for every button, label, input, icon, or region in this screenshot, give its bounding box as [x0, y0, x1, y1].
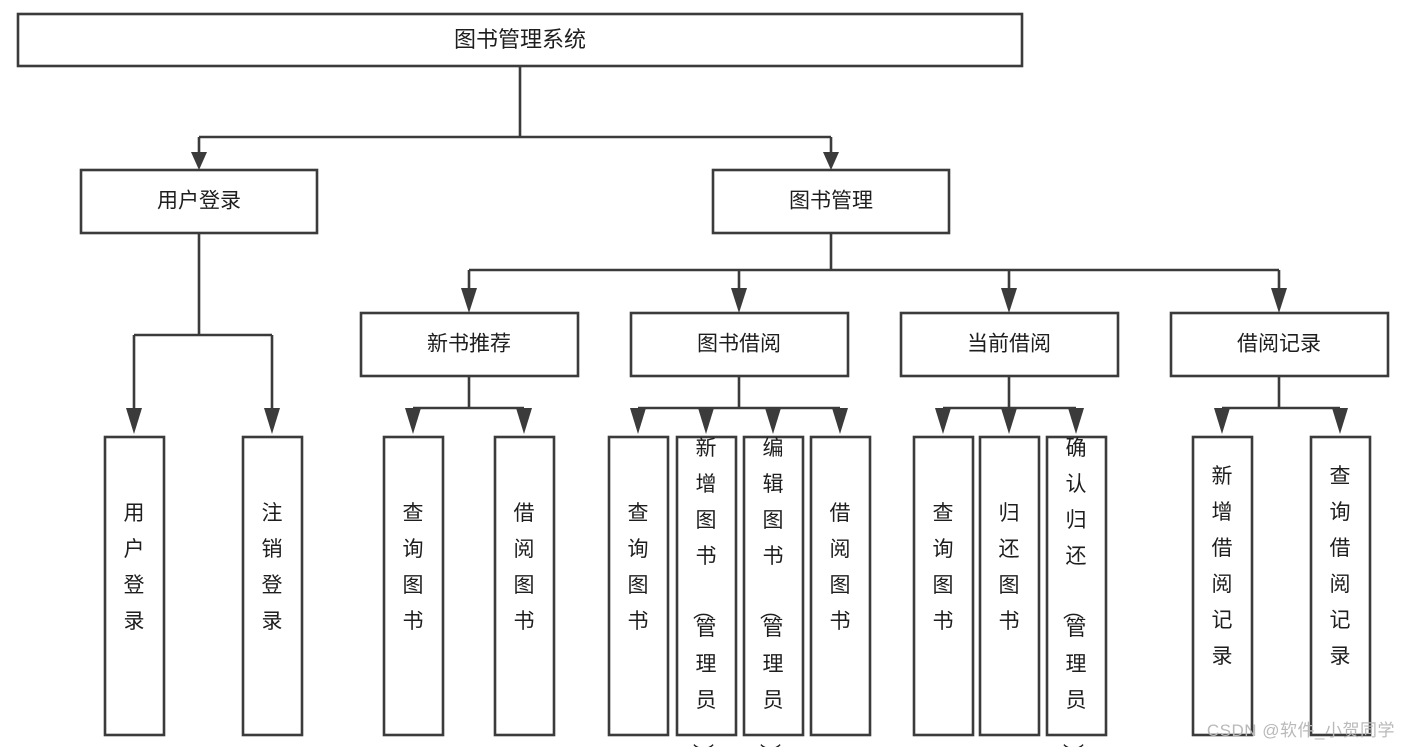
node-book-manage-label: 图书管理 — [789, 190, 873, 213]
arrow-head-records-leaf-2 — [1332, 408, 1348, 434]
leaf-node[interactable]: 编辑图书（管理员） — [742, 435, 805, 747]
arrow-head-leaf-logout — [264, 408, 280, 434]
node-root[interactable]: 图书管理系统 — [16, 12, 1024, 68]
leaf-node[interactable]: 查询借阅记录 — [1309, 435, 1372, 737]
leaf-node[interactable]: 用户登录 — [103, 435, 166, 737]
node-book-borrow[interactable]: 图书借阅 — [629, 311, 850, 378]
node-user-login-box[interactable] — [79, 168, 319, 235]
leaf-node[interactable]: 查询图书 — [912, 435, 975, 737]
node-user-login-label: 用户登录 — [157, 190, 241, 213]
node-borrow-records-box[interactable] — [1169, 311, 1390, 378]
node-new-book-recommend-box[interactable] — [359, 311, 580, 378]
arrow-head-current-leaf-1 — [935, 408, 951, 434]
leaf-newbook-query-box[interactable] — [382, 435, 445, 737]
node-book-manage-box[interactable] — [711, 168, 951, 235]
leaf-node[interactable]: 确认归还（管理员） — [1045, 435, 1108, 747]
leaf-logout-label: 注销登录 — [262, 502, 283, 633]
leaf-borrow-edit-box[interactable] — [742, 435, 805, 737]
leaf-borrow-query-label: 查询图书 — [628, 502, 649, 633]
arrow-head-records-leaf-1 — [1214, 408, 1230, 434]
leaf-node[interactable]: 新增借阅记录 — [1191, 435, 1254, 737]
arrow-head-book-manage — [823, 152, 839, 170]
arrow-head-current-leaf-2 — [1001, 408, 1017, 434]
leaf-borrow-query-box[interactable] — [607, 435, 670, 737]
leaf-records-query-label: 查询借阅记录 — [1330, 465, 1351, 668]
leaf-user-login-label: 用户登录 — [124, 502, 145, 633]
leaf-borrow-add-label: 新增图书（管理员） — [691, 437, 717, 747]
leaf-current-return-label: 归还图书 — [999, 502, 1020, 633]
node-book-borrow-box[interactable] — [629, 311, 850, 378]
arrow-head-leaf-user-login — [126, 408, 142, 434]
leaf-current-query-box[interactable] — [912, 435, 975, 737]
node-root-label: 图书管理系统 — [454, 27, 586, 52]
arrow-head-current-borrow — [1001, 288, 1017, 313]
leaf-records-query-box[interactable] — [1309, 435, 1372, 737]
leaf-borrow-borrow-box[interactable] — [809, 435, 872, 737]
leaf-node[interactable]: 新增图书（管理员） — [675, 435, 738, 747]
node-user-login[interactable]: 用户登录 — [79, 168, 319, 235]
leaf-current-confirm-box[interactable] — [1045, 435, 1108, 737]
node-new-book-recommend-label: 新书推荐 — [427, 333, 511, 356]
leaf-node[interactable]: 注销登录 — [241, 435, 304, 737]
node-current-borrow[interactable]: 当前借阅 — [899, 311, 1120, 378]
leaf-borrow-borrow-label: 借阅图书 — [830, 502, 851, 633]
node-book-manage[interactable]: 图书管理 — [711, 168, 951, 235]
connector-layer — [126, 66, 1348, 434]
leaf-node[interactable]: 查询图书 — [382, 435, 445, 737]
leaf-current-return-box[interactable] — [978, 435, 1041, 737]
leaf-node[interactable]: 查询图书 — [607, 435, 670, 737]
arrow-head-borrow-leaf-1 — [630, 408, 646, 434]
node-current-borrow-box[interactable] — [899, 311, 1120, 378]
arrow-head-borrow-records — [1271, 288, 1287, 313]
leaf-records-add-label: 新增借阅记录 — [1212, 465, 1233, 668]
node-root-box[interactable] — [16, 12, 1024, 68]
arrow-head-borrow-leaf-2 — [698, 408, 714, 434]
arrow-head-book-borrow — [731, 288, 747, 313]
node-borrow-records[interactable]: 借阅记录 — [1169, 311, 1390, 378]
arrow-head-user-login — [191, 152, 207, 170]
leaf-newbook-borrow-label: 借阅图书 — [514, 502, 535, 633]
leaf-logout-box[interactable] — [241, 435, 304, 737]
node-current-borrow-label: 当前借阅 — [967, 333, 1051, 356]
node-borrow-records-label: 借阅记录 — [1237, 333, 1321, 356]
node-book-borrow-label: 图书借阅 — [697, 333, 781, 356]
leaf-borrow-edit-label: 编辑图书（管理员） — [758, 437, 784, 747]
leaf-node[interactable]: 归还图书 — [978, 435, 1041, 737]
arrow-head-newbook-leaf-1 — [405, 408, 421, 434]
leaf-node[interactable]: 借阅图书 — [493, 435, 556, 737]
arrow-head-borrow-leaf-4 — [832, 408, 848, 434]
arrow-head-newbook-leaf-2 — [516, 408, 532, 434]
leaf-borrow-add-box[interactable] — [675, 435, 738, 737]
leaf-newbook-borrow-box[interactable] — [493, 435, 556, 737]
arrow-head-current-leaf-3 — [1068, 408, 1084, 434]
leaf-node[interactable]: 借阅图书 — [809, 435, 872, 737]
leaf-current-query-label: 查询图书 — [933, 502, 954, 633]
leaf-user-login-box[interactable] — [103, 435, 166, 737]
node-new-book-recommend[interactable]: 新书推荐 — [359, 311, 580, 378]
leaf-records-add-box[interactable] — [1191, 435, 1254, 737]
arrow-head-new-book — [461, 288, 477, 313]
arrow-head-borrow-leaf-3 — [765, 408, 781, 434]
leaf-current-confirm-label: 确认归还（管理员） — [1061, 437, 1087, 747]
leaf-newbook-query-label: 查询图书 — [403, 502, 424, 633]
